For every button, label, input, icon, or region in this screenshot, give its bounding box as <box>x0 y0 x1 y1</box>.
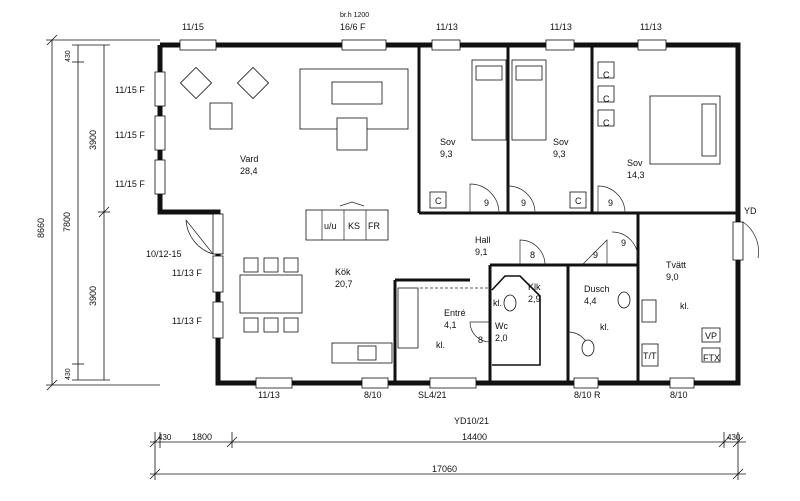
win-right-door: YD <box>744 206 757 216</box>
room-labels: Vard 28,4 Kök 20,7 Sov 9,3 Sov 9,3 Sov 1… <box>240 137 687 343</box>
interior-walls <box>393 45 738 383</box>
room-hall-name: Hall <box>475 235 491 245</box>
room-dusch-name: Dusch <box>584 284 610 294</box>
vp-label: VP <box>705 331 717 341</box>
win-left-5: 11/13 F <box>172 316 202 326</box>
windows-top <box>179 39 667 51</box>
room-wc-name: Wc <box>495 321 508 331</box>
room-dusch-area: 4,4 <box>584 296 597 306</box>
room-sov3-area: 14,3 <box>627 170 645 180</box>
dim-left-edge-top: 430 <box>65 50 72 62</box>
room-sov3-name: Sov <box>627 158 643 168</box>
room-entre-name: Entré <box>444 308 466 318</box>
closet-3: C <box>603 70 610 80</box>
win-left-3: 11/15 F <box>115 179 145 189</box>
closet-4: C <box>603 94 610 104</box>
win-left-1: 11/15 F <box>115 85 145 95</box>
dim-left-top-seg: 3900 <box>88 130 98 150</box>
room-sov2-area: 9,3 <box>553 149 566 159</box>
closet-5: C <box>603 118 610 128</box>
wardrobe-3: 9 <box>608 198 613 208</box>
bath-fixtures <box>503 291 721 367</box>
tt-label: T/T <box>643 351 657 361</box>
room-tvatt-name: Tvätt <box>666 260 687 270</box>
room-vard-area: 28,4 <box>240 166 258 176</box>
win-bottom-2: 8/10 <box>364 390 382 400</box>
room-sov2-name: Sov <box>553 137 569 147</box>
win-top-4: 11/13 <box>550 22 572 32</box>
win-top-5: 11/13 <box>640 22 662 32</box>
dim-bottom-seg-2: 14400 <box>462 432 487 442</box>
dim-bottom-edge-left: 430 <box>158 433 172 442</box>
exterior-walls <box>157 42 741 386</box>
room-sov1-area: 9,3 <box>440 149 453 159</box>
room-tvatt-area: 9,0 <box>666 272 679 282</box>
room-vard-name: Vard <box>240 154 258 164</box>
win-bottom-3: 8/10 R <box>574 390 601 400</box>
kl-tvatt: kl. <box>680 301 689 311</box>
room-entre-area: 4,1 <box>444 320 457 330</box>
room-hall-area: 9,1 <box>475 247 488 257</box>
wardrobe-entre: 8 <box>478 335 483 345</box>
dim-left-mid: 7800 <box>62 212 72 232</box>
closet-2: C <box>575 196 582 206</box>
win-left-4: 11/13 F <box>172 268 202 278</box>
door-right <box>732 221 759 261</box>
fixture-labels: u/u KS FR C C C C C 9 9 9 8 9 9 8 kl. kl… <box>324 70 720 363</box>
window-labels: 11/15 br.h 1200 16/6 F 11/13 11/13 11/13… <box>115 12 757 426</box>
dim-left-edge-bot: 430 <box>65 368 72 380</box>
kl-wc: kl. <box>493 298 502 308</box>
kl-dusch: kl. <box>600 322 609 332</box>
dim-bottom-edge-right: 430 <box>727 433 741 442</box>
win-top-2-note: br.h 1200 <box>340 12 369 19</box>
wardrobe-2: 9 <box>521 198 526 208</box>
room-wc-area: 2,0 <box>495 333 508 343</box>
kitchen-counter <box>331 287 419 364</box>
dim-bottom-seg-1: 1800 <box>192 432 212 442</box>
kl-entre: kl. <box>436 340 445 350</box>
win-top-2: 16/6 F <box>340 22 366 32</box>
room-klk-name: Klk <box>528 282 541 292</box>
wardrobe-5: 9 <box>621 238 626 248</box>
win-bottom-4: 8/10 <box>670 390 688 400</box>
dining-furniture <box>239 257 303 333</box>
counter-uu: u/u <box>324 221 337 231</box>
dimensions-bottom: 430 1800 14400 430 17060 <box>149 432 746 480</box>
wardrobe-1: 9 <box>484 198 489 208</box>
door-left <box>185 213 224 255</box>
win-top-3: 11/13 <box>436 22 458 32</box>
room-sov1-name: Sov <box>440 137 456 147</box>
windows-bottom <box>255 377 695 389</box>
dim-bottom-total: 17060 <box>432 464 457 474</box>
room-klk-area: 2,9 <box>528 294 541 304</box>
closet-1: C <box>435 196 442 206</box>
wardrobe-4: 9 <box>593 250 598 260</box>
room-kok-name: Kök <box>335 267 351 277</box>
wardrobes <box>429 61 615 209</box>
counter-ks: KS <box>348 221 360 231</box>
win-bottom-door: SL4/21 <box>418 390 447 400</box>
win-top-1: 11/15 <box>182 22 204 32</box>
counter-fr: FR <box>368 221 380 231</box>
dim-left-total: 8660 <box>36 218 46 238</box>
win-bottom-door-2: YD10/21 <box>454 416 489 426</box>
living-furniture <box>179 66 409 241</box>
win-left-2: 11/15 F <box>115 130 145 140</box>
windows-left <box>154 71 224 339</box>
win-left-door: 10/12-15 <box>146 249 182 259</box>
room-kok-area: 20,7 <box>335 279 353 289</box>
dimensions-left: 8660 7800 3900 3900 430 430 <box>36 34 160 391</box>
ftx-label: FTX <box>703 353 720 363</box>
dim-left-bot-seg: 3900 <box>88 286 98 306</box>
win-bottom-1: 11/13 <box>258 390 280 400</box>
wardrobe-hall: 8 <box>530 250 535 260</box>
beds <box>471 59 721 165</box>
